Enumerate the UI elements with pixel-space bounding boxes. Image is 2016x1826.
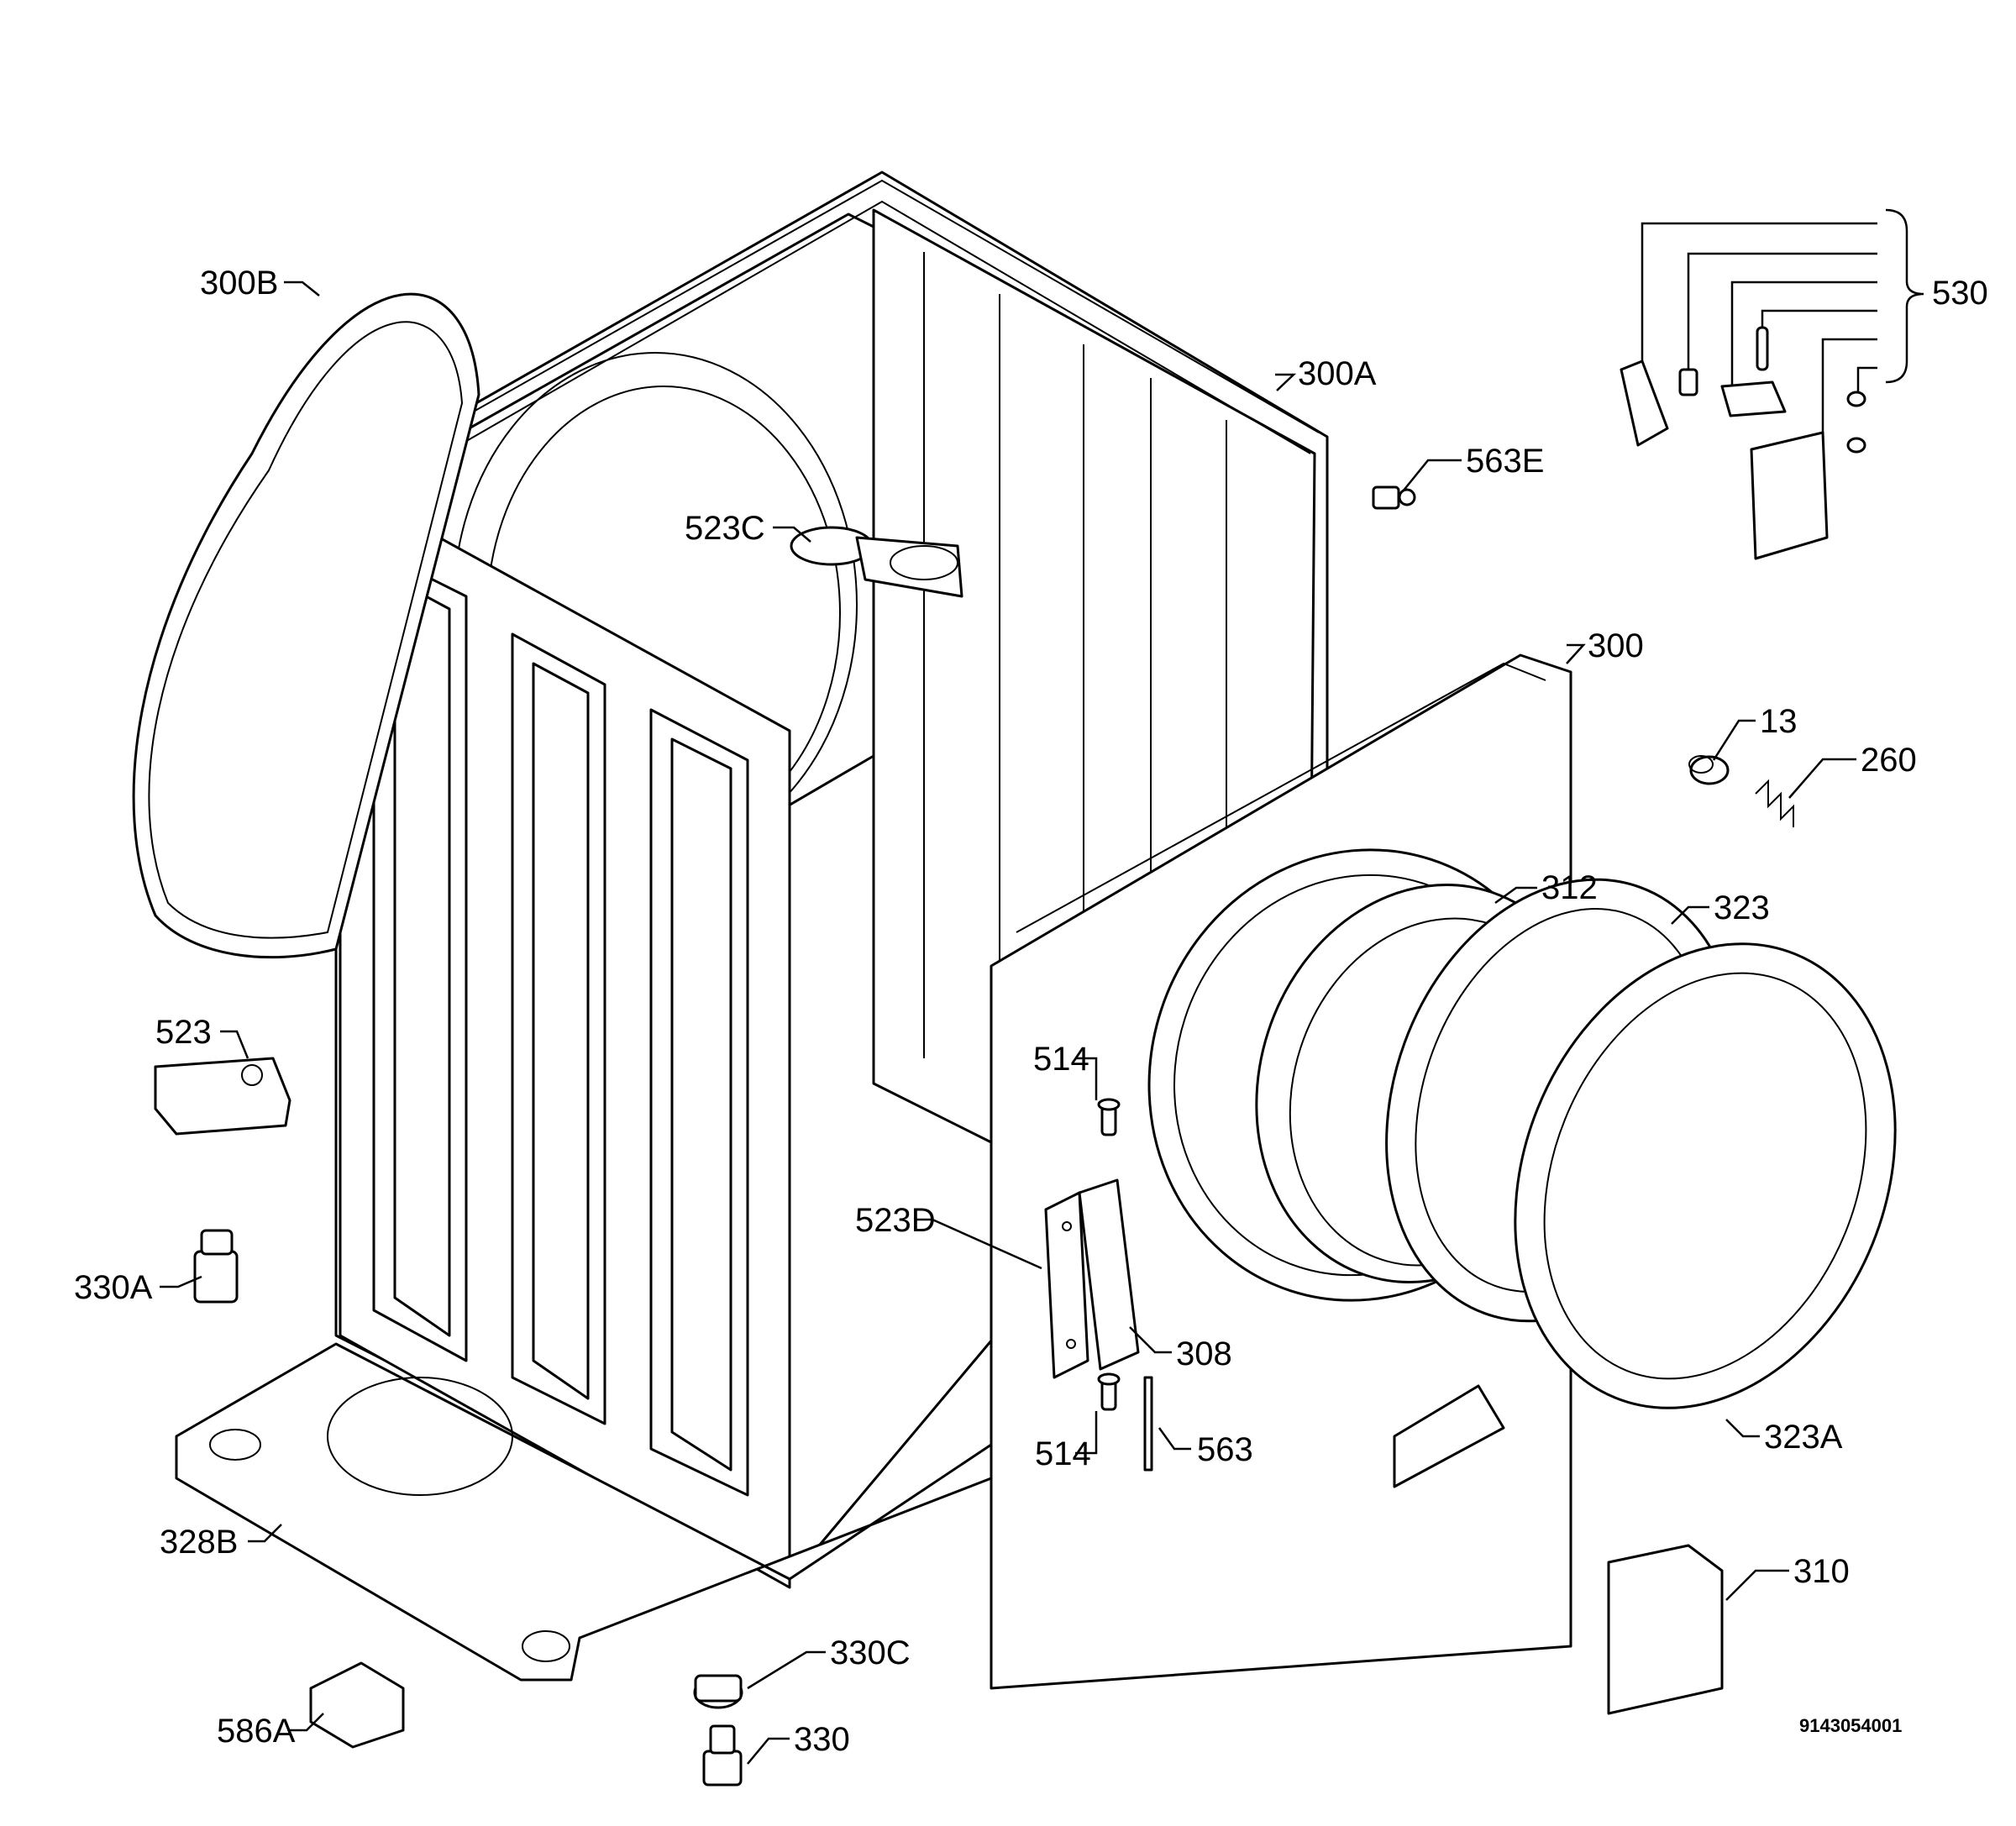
door-outer-frame-323A xyxy=(1514,942,1897,1409)
callout-312: 312 xyxy=(1541,869,1598,906)
hinge-pin-514-upper xyxy=(1097,1098,1121,1136)
callout-300A: 300A xyxy=(1298,355,1377,392)
foot-330C xyxy=(693,1674,743,1709)
callout-328B: 328B xyxy=(160,1524,238,1561)
bracket-523 xyxy=(154,1057,291,1136)
door-handle-kit-530 xyxy=(1620,326,1866,560)
callout-323: 323 xyxy=(1714,889,1770,926)
callout-310: 310 xyxy=(1793,1553,1850,1590)
callout-523: 523 xyxy=(155,1014,212,1051)
callout-330C: 330C xyxy=(830,1634,911,1671)
water-valve-563E xyxy=(1372,485,1416,510)
foot-330 xyxy=(702,1724,743,1787)
rod-563 xyxy=(1143,1376,1153,1472)
callout-514-lower: 514 xyxy=(1035,1435,1091,1472)
callout-13: 13 xyxy=(1760,703,1798,740)
document-number: 9143054001 xyxy=(1799,1715,1902,1736)
leader-lines xyxy=(160,208,1924,1765)
callout-300: 300 xyxy=(1588,627,1644,664)
callout-563E: 563E xyxy=(1466,443,1544,480)
callout-330A: 330A xyxy=(74,1269,153,1306)
bracket-586A xyxy=(309,1661,405,1749)
callout-308: 308 xyxy=(1176,1335,1232,1372)
spring-260 xyxy=(1755,779,1794,827)
callout-330: 330 xyxy=(794,1721,850,1758)
callout-514-upper: 514 xyxy=(1033,1041,1089,1078)
side-panel-left xyxy=(339,481,791,1589)
callout-523D: 523D xyxy=(855,1202,936,1239)
callout-523C: 523C xyxy=(685,510,765,547)
callout-260: 260 xyxy=(1861,742,1917,779)
base-plate-328B xyxy=(175,1342,993,1682)
callout-530: 530 xyxy=(1932,275,1988,312)
callout-586A: 586A xyxy=(217,1713,296,1750)
filter-cover-310 xyxy=(1607,1544,1724,1715)
callout-323A: 323A xyxy=(1764,1419,1843,1456)
door-seal-300B xyxy=(132,292,480,959)
hinge-pin-514-lower xyxy=(1097,1372,1121,1411)
callout-563: 563 xyxy=(1197,1431,1253,1468)
hose-clamp-523C xyxy=(790,526,963,598)
foot-330A xyxy=(193,1229,239,1304)
bushing-13 xyxy=(1688,755,1730,785)
door-hinge-523D xyxy=(1044,1178,1140,1379)
callout-300B: 300B xyxy=(200,265,278,302)
